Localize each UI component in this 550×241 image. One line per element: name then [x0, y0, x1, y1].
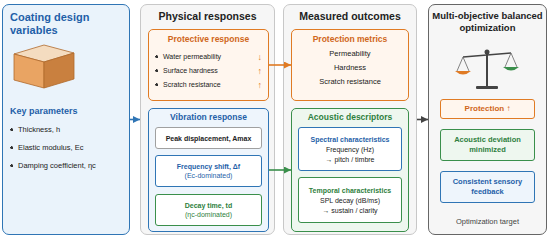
target-panel: Multi-objective balanced optimizationOpt… [428, 4, 547, 235]
goal-box: Protection ↑ [440, 99, 535, 119]
box-text: Frequency (Hz) [302, 145, 398, 154]
box-heading: Decay time, td [159, 201, 258, 210]
flow-arrow [269, 64, 291, 66]
box-text: Hardness [297, 63, 403, 73]
box-text: → sustain / clarity [302, 206, 398, 215]
box-heading: Peak displacement, Amax [159, 134, 258, 143]
box-text: Permeability [297, 49, 403, 59]
box-text: → pitch / timbre [302, 155, 398, 164]
box-heading: Spectral characteristics [302, 135, 398, 144]
box-heading: Protective response [155, 34, 262, 45]
box-heading: Consistent sensory feedback [444, 177, 531, 197]
box-heading: Acoustic deviation minimized [444, 135, 531, 155]
response-box: Peak displacement, Amax [155, 127, 262, 149]
box-text: Scratch resistance [155, 80, 254, 90]
box-heading: Physical responses [146, 10, 269, 23]
input-panel: Coating design variablesKey parametersTh… [2, 4, 130, 235]
stage-panel: Physical responsesProtective responseWat… [140, 4, 275, 235]
box-text: ↑ [258, 80, 263, 90]
balance-scale [455, 50, 519, 90]
box-heading: Multi-objective balanced optimization [432, 10, 543, 33]
goal-box: Consistent sensory feedback [440, 171, 535, 203]
metrics-box: Protection metricsPermeabilityHardnessSc… [291, 29, 409, 101]
box-text: Damping coefficient, ηc [10, 161, 122, 171]
goal-box: Acoustic deviation minimized [440, 129, 535, 161]
box-heading: Measured outcomes [289, 10, 411, 23]
box-text: Water permeability [155, 52, 254, 62]
box-heading: Frequency shift, Δf [159, 162, 258, 171]
box-text: Elastic modulus, Ec [10, 143, 122, 153]
descriptor-box: Temporal characteristicsSPL decay (dB/ms… [298, 177, 402, 223]
response-box: Decay time, td(ηc-dominated) [155, 194, 262, 226]
flow-arrow [130, 119, 140, 121]
box-heading: Protection metrics [297, 34, 403, 45]
box-text: Thickness, h [10, 125, 122, 135]
box-text: SPL decay (dB/ms) [302, 196, 398, 205]
box-heading: Coating design variables [10, 11, 122, 37]
vibration-box: Vibration responsePeak displacement, Ama… [148, 108, 269, 232]
box-text: Key parameters [10, 105, 122, 117]
box-text: ↑ [258, 66, 263, 76]
coating-block [14, 45, 74, 88]
protective-box: Protective responseWater permeability ↓ Su… [148, 29, 269, 101]
box-text: Optimization target [432, 217, 543, 227]
acoustic-box: Acoustic descriptorsSpectral characteris… [291, 108, 409, 232]
box-heading: Temporal characteristics [302, 186, 398, 195]
box-text: ↓ [258, 52, 263, 62]
box-text: Surface hardness [155, 66, 254, 76]
box-text: (ηc-dominated) [159, 210, 258, 219]
box-text: (Ec-dominated) [159, 171, 258, 180]
stage-panel: Measured outcomesProtection metricsPerme… [283, 4, 417, 235]
descriptor-box: Spectral characteristicsFrequency (Hz)→ … [298, 127, 402, 171]
box-heading: Acoustic descriptors [296, 112, 404, 123]
response-box: Frequency shift, Δf(Ec-dominated) [155, 155, 262, 187]
flow-arrow [417, 119, 428, 121]
box-heading: Vibration response [153, 112, 264, 123]
box-text: Scratch resistance [297, 77, 403, 87]
box-heading: Protection ↑ [444, 104, 531, 114]
flow-arrow [269, 169, 291, 171]
